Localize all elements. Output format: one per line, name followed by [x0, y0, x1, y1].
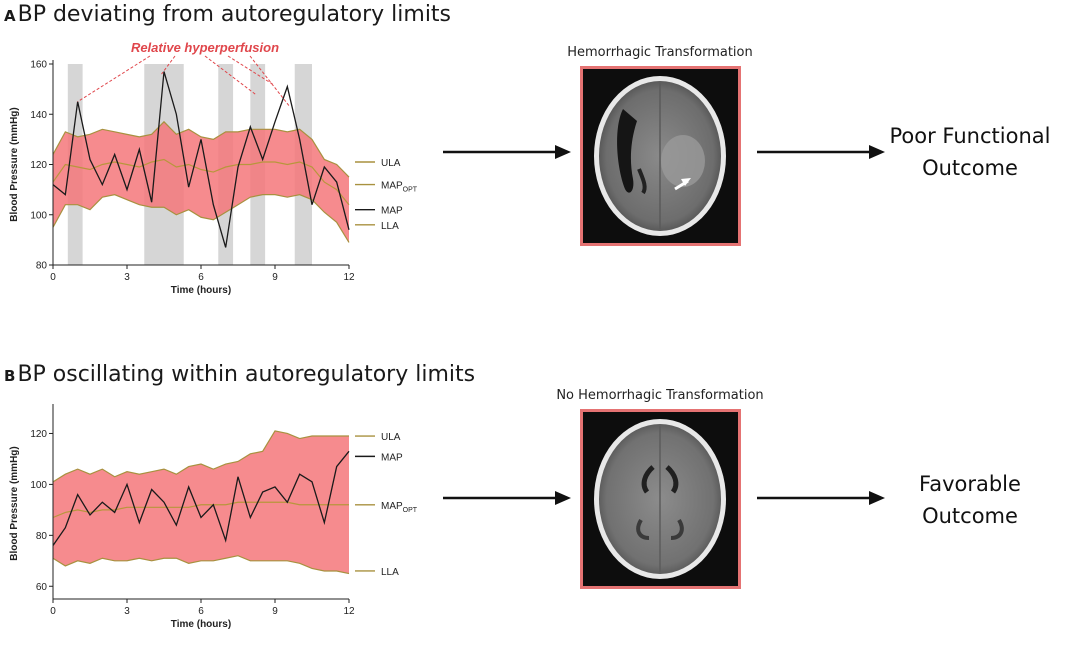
outcome-a-line2: Outcome	[922, 156, 1018, 180]
y-axis-title: Blood Pressure (mmHg)	[9, 107, 20, 221]
x-tick-label: 3	[124, 606, 130, 617]
outcome-b: Favorable Outcome	[880, 468, 1060, 532]
brain-ct-hemorrhage-image	[583, 69, 738, 243]
outcome-b-line1: Favorable	[919, 472, 1021, 496]
panel-b-heading: BBP oscillating within autoregulatory li…	[4, 362, 475, 387]
y-tick-label: 80	[36, 261, 48, 272]
annotation-text: Relative hyperperfusion	[131, 40, 279, 55]
x-tick-label: 0	[50, 272, 56, 283]
ct-scan-a	[580, 66, 741, 246]
y-tick-label: 160	[30, 60, 47, 71]
panel-a-letter: A	[4, 7, 16, 25]
y-tick-label: 100	[30, 480, 47, 491]
hyperperfusion-annotation: Relative hyperperfusion	[77, 40, 291, 108]
ct-caption-b: No Hemorrhagic Transformation	[556, 388, 764, 403]
legend-label: LLA	[381, 567, 399, 578]
x-axis-title: Time (hours)	[171, 619, 231, 630]
annotation-pointer	[204, 55, 256, 95]
y-axis-title: Blood Pressure (mmHg)	[9, 446, 20, 560]
lla-line	[52, 194, 350, 243]
legend-label: MAP	[381, 206, 403, 217]
mapopt-line	[52, 158, 350, 206]
annotation-pointer	[227, 55, 273, 85]
y-tick-label: 140	[30, 110, 47, 121]
x-tick-label: 3	[124, 272, 130, 283]
x-tick-label: 9	[272, 272, 278, 283]
outcome-a: Poor Functional Outcome	[880, 120, 1060, 184]
annotation-pointer	[249, 55, 291, 108]
x-tick-label: 0	[50, 606, 56, 617]
mapopt-line	[52, 501, 349, 519]
annotation-pointer	[161, 55, 176, 75]
x-tick-label: 9	[272, 606, 278, 617]
legend-label: MAP	[381, 452, 403, 463]
chart-a-legend: ULA MAPOPT MAP LLA	[355, 158, 418, 232]
ula-line	[52, 430, 349, 483]
ct-caption-a: Hemorrhagic Transformation	[567, 45, 753, 60]
x-tick-label: 12	[343, 606, 355, 617]
chart-b-legend: ULA MAP MAPOPT LLA	[355, 432, 418, 578]
outcome-b-line2: Outcome	[922, 504, 1018, 528]
right-arrow-icon	[443, 491, 571, 505]
panel-b-letter: B	[4, 367, 16, 385]
y-tick-label: 80	[36, 531, 48, 542]
ula-line	[52, 120, 350, 178]
map-line	[52, 71, 350, 248]
outcome-a-line1: Poor Functional	[889, 124, 1051, 148]
legend-label: ULA	[381, 432, 401, 443]
ct-scan-b	[580, 409, 741, 589]
panel-a-title: BP deviating from autoregulatory limits	[17, 2, 452, 27]
panel-a-heading: ABP deviating from autoregulatory limits	[4, 2, 451, 27]
y-tick-label: 120	[30, 160, 47, 171]
y-tick-label: 60	[36, 582, 48, 593]
right-arrow-icon	[757, 145, 885, 159]
x-axis-title: Time (hours)	[171, 285, 231, 296]
brain-ct-normal-image	[583, 412, 738, 586]
panel-b-title: BP oscillating within autoregulatory lim…	[17, 362, 476, 387]
x-tick-label: 6	[198, 606, 204, 617]
x-tick-label: 12	[343, 272, 355, 283]
legend-label: MAPOPT	[381, 181, 418, 194]
x-tick-label: 6	[198, 272, 204, 283]
right-arrow-icon	[443, 145, 571, 159]
right-arrow-icon	[757, 491, 885, 505]
autoregulation-band	[53, 121, 349, 243]
lla-line	[52, 555, 350, 575]
y-tick-label: 100	[30, 210, 47, 221]
autoregulation-band	[53, 430, 349, 574]
map-line	[52, 450, 350, 546]
y-tick-label: 120	[30, 429, 47, 440]
legend-label: MAPOPT	[381, 501, 418, 514]
annotation-pointer	[77, 55, 151, 103]
legend-label: ULA	[381, 158, 401, 169]
legend-label: LLA	[381, 221, 399, 232]
